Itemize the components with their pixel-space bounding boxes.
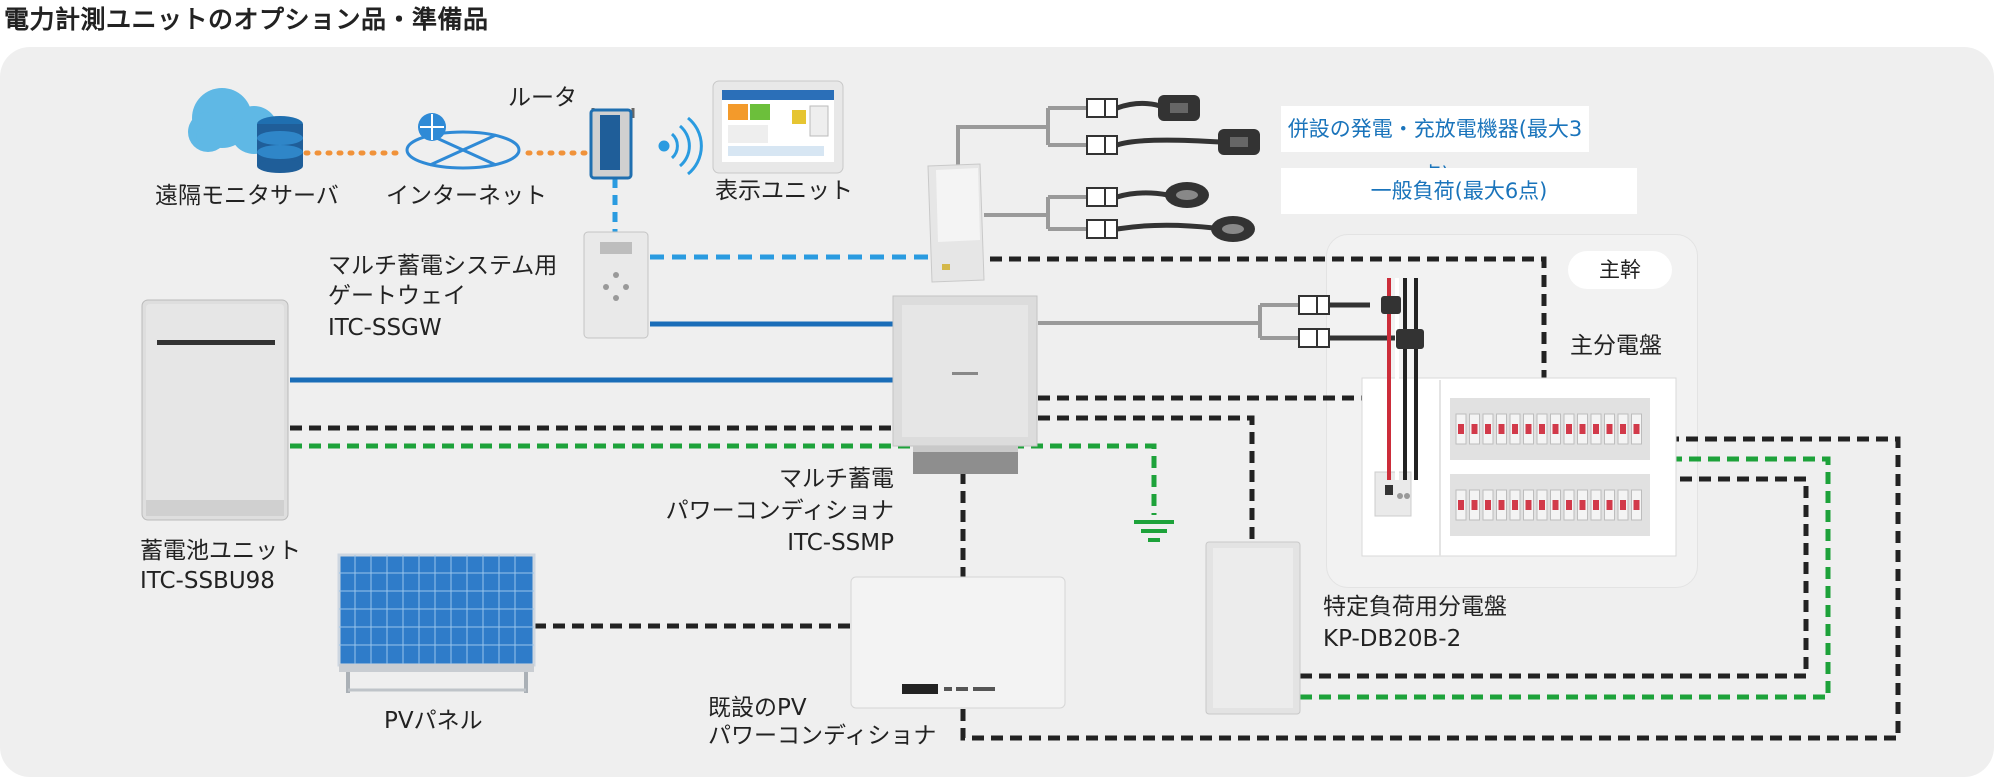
pcs-label-line3: ITC-SSMP bbox=[787, 530, 894, 556]
breaker-switch bbox=[1552, 424, 1559, 434]
existing-pv-pcs-image bbox=[850, 576, 1066, 709]
ct-sensor-general-1 bbox=[1086, 182, 1209, 208]
measurement-unit-image bbox=[927, 163, 985, 283]
router-label: ルータ bbox=[508, 85, 577, 111]
wifi-icon bbox=[658, 116, 703, 176]
pv-panel-image bbox=[337, 553, 536, 693]
gateway-label-line2: ゲートウェイ bbox=[328, 283, 466, 309]
gateway-label-line3: ITC-SSGW bbox=[328, 315, 442, 341]
breaker-switch bbox=[1512, 424, 1518, 434]
ct-sensor-generation-2 bbox=[1086, 129, 1260, 155]
ct-cable-generation bbox=[956, 125, 1048, 168]
display-unit-image bbox=[712, 80, 844, 174]
main-board-label: 主分電盤 bbox=[1570, 333, 1662, 359]
breaker-switch bbox=[1606, 500, 1613, 510]
breaker-switch bbox=[1498, 424, 1505, 434]
existing-pcs-label-line2: パワーコンディショナ bbox=[708, 723, 937, 749]
breaker-switch bbox=[1620, 500, 1626, 510]
breaker-switch bbox=[1593, 424, 1599, 434]
breaker-switch bbox=[1579, 500, 1586, 510]
page-title: 電力計測ユニットのオプション品・準備品 bbox=[4, 5, 489, 34]
breaker-switch bbox=[1633, 500, 1640, 510]
battery-unit-image bbox=[141, 299, 289, 521]
pcs-label-line1: マルチ蓄電 bbox=[779, 466, 894, 492]
router-icon bbox=[589, 108, 635, 180]
breaker-switch bbox=[1471, 500, 1478, 510]
breaker-switch bbox=[1512, 500, 1518, 510]
pcs-specific-board-line bbox=[1038, 415, 1255, 546]
breaker-switch bbox=[1458, 500, 1464, 510]
breaker-switch bbox=[1458, 424, 1464, 434]
breaker-switch bbox=[1620, 424, 1626, 434]
existing-pcs-label-line1: 既設のPV bbox=[708, 695, 807, 721]
breaker-switch bbox=[1566, 424, 1572, 434]
ct-sensor-main-trunk bbox=[1298, 295, 1400, 348]
generation-note: 併設の発電・充放電機器(最大3点) bbox=[1281, 106, 1589, 187]
breaker-switch bbox=[1485, 500, 1491, 510]
breaker-row-top bbox=[1455, 413, 1642, 445]
meter-mainboard-line bbox=[990, 256, 1547, 378]
globe-icon bbox=[405, 113, 521, 170]
breaker-switch bbox=[1525, 424, 1532, 434]
breaker-switch bbox=[1471, 424, 1478, 434]
ct-sensor-general-2 bbox=[1086, 216, 1255, 242]
breaker-switch bbox=[1539, 500, 1545, 510]
main-board-image bbox=[1361, 377, 1677, 557]
general-load-note: 一般負荷(最大6点) bbox=[1281, 168, 1637, 214]
specific-board-label-line1: 特定負荷用分電盤 bbox=[1323, 594, 1507, 620]
specific-mainboard-green bbox=[1300, 456, 1831, 700]
display-unit-label: 表示ユニット bbox=[715, 178, 853, 204]
breaker-switch bbox=[1579, 424, 1586, 434]
main-trunk-cables bbox=[1381, 278, 1424, 480]
breaker-switch bbox=[1539, 424, 1545, 434]
internet-label: インターネット bbox=[386, 183, 547, 209]
breaker-switch bbox=[1525, 500, 1532, 510]
main-trunk-badge: 主幹 bbox=[1568, 251, 1672, 289]
breaker-switch bbox=[1633, 424, 1640, 434]
breaker-switch bbox=[1552, 500, 1559, 510]
battery-label-line2: ITC-SSBU98 bbox=[140, 568, 275, 594]
breaker-switch bbox=[1593, 500, 1599, 510]
breaker-switch bbox=[1485, 424, 1491, 434]
gateway-image bbox=[583, 231, 649, 339]
specific-board-label-line2: KP-DB20B-2 bbox=[1323, 626, 1462, 652]
breaker-switch bbox=[1606, 424, 1613, 434]
battery-label-line1: 蓄電池ユニット bbox=[140, 538, 301, 564]
battery-ground-line bbox=[290, 443, 1157, 515]
pcs-image bbox=[892, 295, 1038, 474]
specific-mainboard-black bbox=[1300, 476, 1809, 679]
ct-sensor-generation-1 bbox=[1086, 95, 1200, 121]
remote-monitor-server-label: 遠隔モニタサーバ bbox=[155, 183, 339, 209]
specific-load-board-image bbox=[1205, 541, 1301, 715]
breaker-row-bottom bbox=[1455, 489, 1642, 521]
pv-panel-label: PVパネル bbox=[384, 708, 483, 734]
breaker-switch bbox=[1498, 500, 1505, 510]
pcs-label-line2: パワーコンディショナ bbox=[665, 498, 894, 524]
existing-pcs-mainboard-loop bbox=[960, 436, 1901, 741]
breaker-switch bbox=[1566, 500, 1572, 510]
cloud-icon bbox=[188, 88, 278, 154]
database-icon bbox=[257, 116, 303, 173]
ground-icon bbox=[1134, 520, 1174, 542]
gateway-label-line1: マルチ蓄電システム用 bbox=[328, 253, 558, 279]
